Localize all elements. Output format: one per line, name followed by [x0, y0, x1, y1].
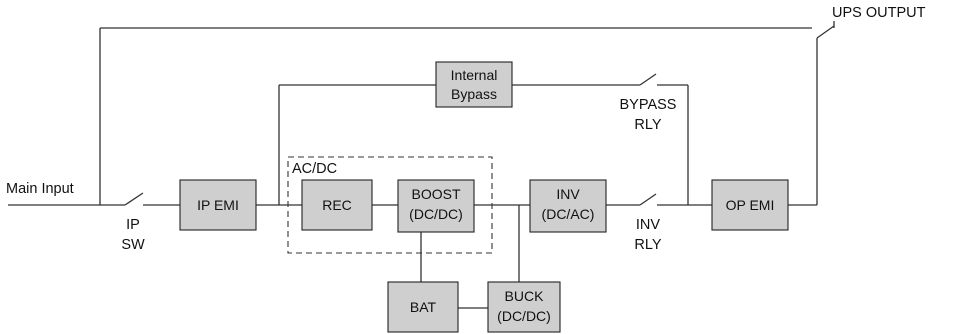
internal-bypass-line2: Bypass — [451, 86, 497, 102]
buck-line2: (DC/DC) — [497, 308, 551, 324]
internal-bypass-line1: Internal — [451, 67, 498, 83]
bypass-rly-label-line2: RLY — [634, 117, 661, 133]
boost-line1: BOOST — [411, 186, 460, 202]
block-op-emi: OP EMI — [711, 179, 789, 231]
bypass-relay-blade — [639, 73, 657, 86]
ip-sw-label-line2: SW — [121, 237, 145, 253]
block-ip-emi: IP EMI — [179, 179, 257, 231]
output-switch-blade — [816, 25, 835, 39]
op-emi-label: OP EMI — [726, 197, 775, 213]
ip-switch-blade — [124, 192, 144, 206]
rec-label: REC — [322, 197, 352, 213]
main-input-label: Main Input — [6, 181, 74, 197]
inv-rly-label-line2: RLY — [634, 237, 661, 253]
acdc-group-box — [287, 156, 493, 254]
block-internal-bypass: Internal Bypass — [435, 61, 513, 108]
inv-relay-blade — [639, 193, 657, 206]
ups-output-label: UPS OUTPUT — [832, 5, 926, 21]
inv-rly-label-line1: INV — [636, 217, 661, 233]
block-bat: BAT — [387, 281, 459, 333]
ip-emi-label: IP EMI — [197, 197, 239, 213]
bat-label: BAT — [410, 299, 437, 315]
buck-line1: BUCK — [505, 288, 545, 304]
block-buck: BUCK (DC/DC) — [487, 281, 561, 333]
bypass-rly-label-line1: BYPASS — [620, 97, 677, 113]
inv-line2: (DC/AC) — [542, 206, 595, 222]
boost-line2: (DC/DC) — [409, 206, 463, 222]
acdc-group-label: AC/DC — [292, 161, 337, 177]
block-boost: BOOST (DC/DC) — [397, 179, 475, 233]
wires — [8, 21, 835, 309]
inv-line1: INV — [556, 186, 580, 202]
block-inv: INV (DC/AC) — [529, 179, 607, 233]
block-rec: REC — [301, 179, 373, 231]
ip-sw-label-line1: IP — [126, 217, 140, 233]
